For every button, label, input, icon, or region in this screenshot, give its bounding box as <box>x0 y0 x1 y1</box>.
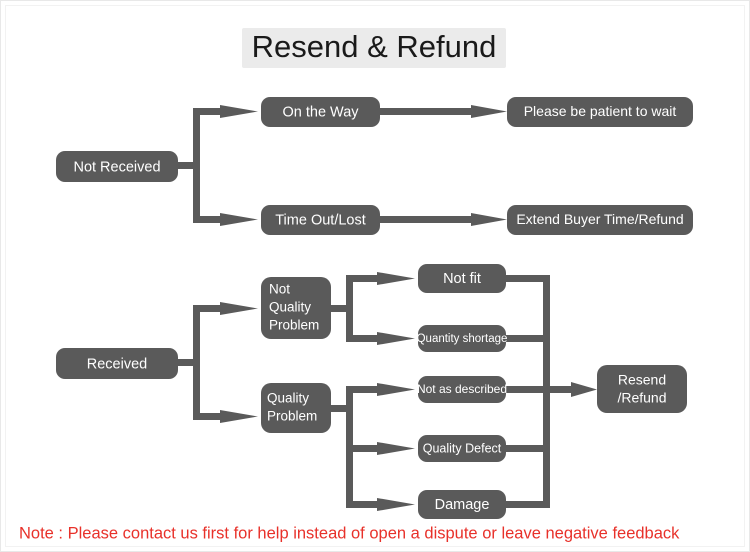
node-on-the-way[interactable]: On the Way <box>261 97 380 127</box>
node-resend-refund[interactable]: Resend /Refund <box>597 365 687 413</box>
note-text: Note : Please contact us first for help … <box>19 524 680 542</box>
node-please-be-patient[interactable]: Please be patient to wait <box>507 97 693 127</box>
node-quality-defect[interactable]: Quality Defect <box>418 435 506 462</box>
node-damage-label: Damage <box>435 497 490 513</box>
node-not-as-described-label: Not as described <box>417 382 507 396</box>
node-not-fit[interactable]: Not fit <box>418 264 506 293</box>
node-on-the-way-label: On the Way <box>282 104 359 120</box>
node-time-out-lost-label: Time Out/Lost <box>275 212 366 228</box>
connector-not-quality-bracket <box>331 272 415 345</box>
node-not-quality-line-1: Not <box>269 282 290 297</box>
node-quality-line-2: Problem <box>267 409 317 424</box>
node-time-out-lost[interactable]: Time Out/Lost <box>261 205 380 235</box>
node-received-label: Received <box>87 356 147 372</box>
connector-ontheway-to-wait <box>380 105 507 118</box>
connector-reasons-collector <box>505 275 597 508</box>
node-resend-line-1: Resend <box>618 372 666 388</box>
connector-quality-bracket <box>331 383 415 511</box>
connector-timeout-to-extend <box>380 213 507 226</box>
node-quantity-shortage-label: Quantity shortage <box>417 333 508 345</box>
node-resend-line-2: /Refund <box>617 390 666 406</box>
node-not-fit-label: Not fit <box>443 271 481 287</box>
node-quality-problem[interactable]: Quality Problem <box>261 383 331 433</box>
node-please-be-patient-label: Please be patient to wait <box>524 103 677 119</box>
node-quantity-shortage[interactable]: Quantity shortage <box>417 325 508 352</box>
node-not-received-label: Not Received <box>73 159 160 175</box>
node-not-quality-problem[interactable]: Not Quality Problem <box>261 277 331 339</box>
node-extend-buyer-label: Extend Buyer Time/Refund <box>516 211 683 227</box>
connector-not-received-bracket <box>178 105 258 226</box>
node-not-quality-line-3: Problem <box>269 318 319 333</box>
node-received[interactable]: Received <box>56 348 178 379</box>
node-quality-defect-label: Quality Defect <box>423 441 502 455</box>
connector-received-bracket <box>178 302 258 423</box>
title-highlight-band <box>242 28 506 68</box>
node-not-as-described[interactable]: Not as described <box>417 376 507 403</box>
page-title: Resend & Refund <box>252 29 497 64</box>
node-quality-line-1: Quality <box>267 391 309 406</box>
node-extend-buyer-time-refund[interactable]: Extend Buyer Time/Refund <box>507 205 693 235</box>
node-not-received[interactable]: Not Received <box>56 151 178 182</box>
node-not-quality-line-2: Quality <box>269 300 311 315</box>
node-damage[interactable]: Damage <box>418 490 506 519</box>
